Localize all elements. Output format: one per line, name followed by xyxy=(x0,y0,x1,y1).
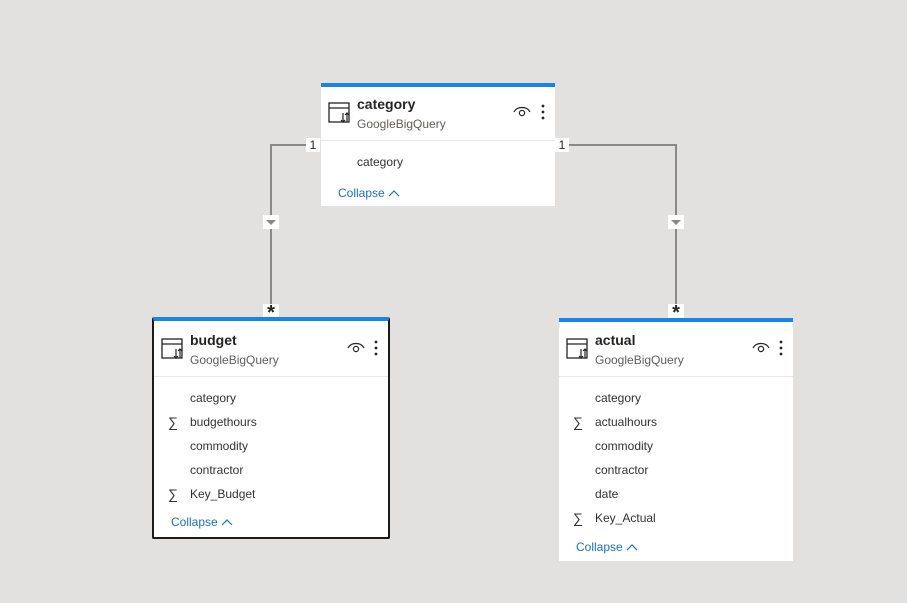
table-header: budget GoogleBigQuery xyxy=(154,321,388,377)
field-item[interactable]: commodity xyxy=(154,434,388,458)
table-source: GoogleBigQuery xyxy=(595,353,684,367)
relationship-line-category-budget xyxy=(270,144,320,308)
field-item[interactable]: commodity xyxy=(559,434,793,458)
table-title: category xyxy=(357,96,416,112)
field-item[interactable]: ∑ budgethours xyxy=(154,410,388,434)
field-name: contractor xyxy=(190,463,244,477)
field-name: category xyxy=(190,391,237,405)
collapse-label: Collapse xyxy=(338,186,385,200)
table-title: actual xyxy=(595,332,636,348)
relationship-many-label-left: * xyxy=(263,303,279,323)
table-icon xyxy=(328,102,350,123)
field-name: commodity xyxy=(595,439,654,453)
table-icon xyxy=(566,338,588,359)
field-name: Key_Actual xyxy=(595,511,656,525)
collapse-link[interactable]: Collapse xyxy=(576,540,638,554)
collapse-link[interactable]: Collapse xyxy=(338,186,400,200)
more-options-icon[interactable] xyxy=(373,339,379,357)
sigma-icon: ∑ xyxy=(573,510,583,526)
table-card-actual[interactable]: actual GoogleBigQuery category ∑ actualh… xyxy=(559,318,793,561)
field-name: actualhours xyxy=(595,415,658,429)
sigma-icon: ∑ xyxy=(168,414,178,430)
field-list: category ∑ budgethours commodity contrac… xyxy=(154,377,388,506)
collapse-label: Collapse xyxy=(171,515,218,529)
collapse-label: Collapse xyxy=(576,540,623,554)
field-name: budgethours xyxy=(190,415,257,429)
eye-icon[interactable] xyxy=(752,341,770,355)
field-item[interactable]: contractor xyxy=(559,458,793,482)
eye-icon[interactable] xyxy=(513,105,531,119)
field-item[interactable]: ∑ actualhours xyxy=(559,410,793,434)
field-item[interactable]: category xyxy=(321,150,555,174)
arrow-down-icon xyxy=(266,220,276,225)
field-item[interactable]: ∑ Key_Budget xyxy=(154,482,388,506)
table-icon xyxy=(161,338,183,359)
chevron-up-icon xyxy=(388,186,400,200)
filter-direction-arrow-right[interactable] xyxy=(668,215,684,229)
field-item[interactable]: contractor xyxy=(154,458,388,482)
field-name: date xyxy=(595,487,619,501)
table-title: budget xyxy=(190,332,237,348)
field-item[interactable]: category xyxy=(559,386,793,410)
sigma-icon: ∑ xyxy=(168,486,178,502)
chevron-up-icon xyxy=(626,540,638,554)
relationship-one-label-left: 1 xyxy=(306,138,320,152)
field-item[interactable]: category xyxy=(154,386,388,410)
arrow-down-icon xyxy=(671,220,681,225)
collapse-link[interactable]: Collapse xyxy=(171,515,233,529)
field-name: contractor xyxy=(595,463,649,477)
filter-direction-arrow-left[interactable] xyxy=(263,215,279,229)
relationship-line-category-actual xyxy=(556,144,677,308)
field-item[interactable]: ∑ Key_Actual xyxy=(559,506,793,530)
field-name: category xyxy=(357,155,404,169)
more-options-icon[interactable] xyxy=(540,103,546,121)
field-item[interactable]: date xyxy=(559,482,793,506)
table-card-budget[interactable]: budget GoogleBigQuery category ∑ budgeth… xyxy=(152,317,390,539)
table-card-category[interactable]: category GoogleBigQuery category Collaps… xyxy=(321,83,555,206)
field-list: category ∑ actualhours commodity contrac… xyxy=(559,377,793,530)
relationship-many-label-right: * xyxy=(668,303,684,323)
field-name: commodity xyxy=(190,439,249,453)
field-name: Key_Budget xyxy=(190,487,256,501)
field-name: category xyxy=(595,391,642,405)
table-header: actual GoogleBigQuery xyxy=(559,322,793,377)
relationship-one-label-right: 1 xyxy=(555,138,569,152)
sigma-icon: ∑ xyxy=(573,414,583,430)
table-header: category GoogleBigQuery xyxy=(321,87,555,141)
table-source: GoogleBigQuery xyxy=(357,117,446,131)
field-list: category xyxy=(321,141,555,174)
chevron-up-icon xyxy=(221,515,233,529)
more-options-icon[interactable] xyxy=(778,339,784,357)
table-source: GoogleBigQuery xyxy=(190,353,279,367)
eye-icon[interactable] xyxy=(347,341,365,355)
